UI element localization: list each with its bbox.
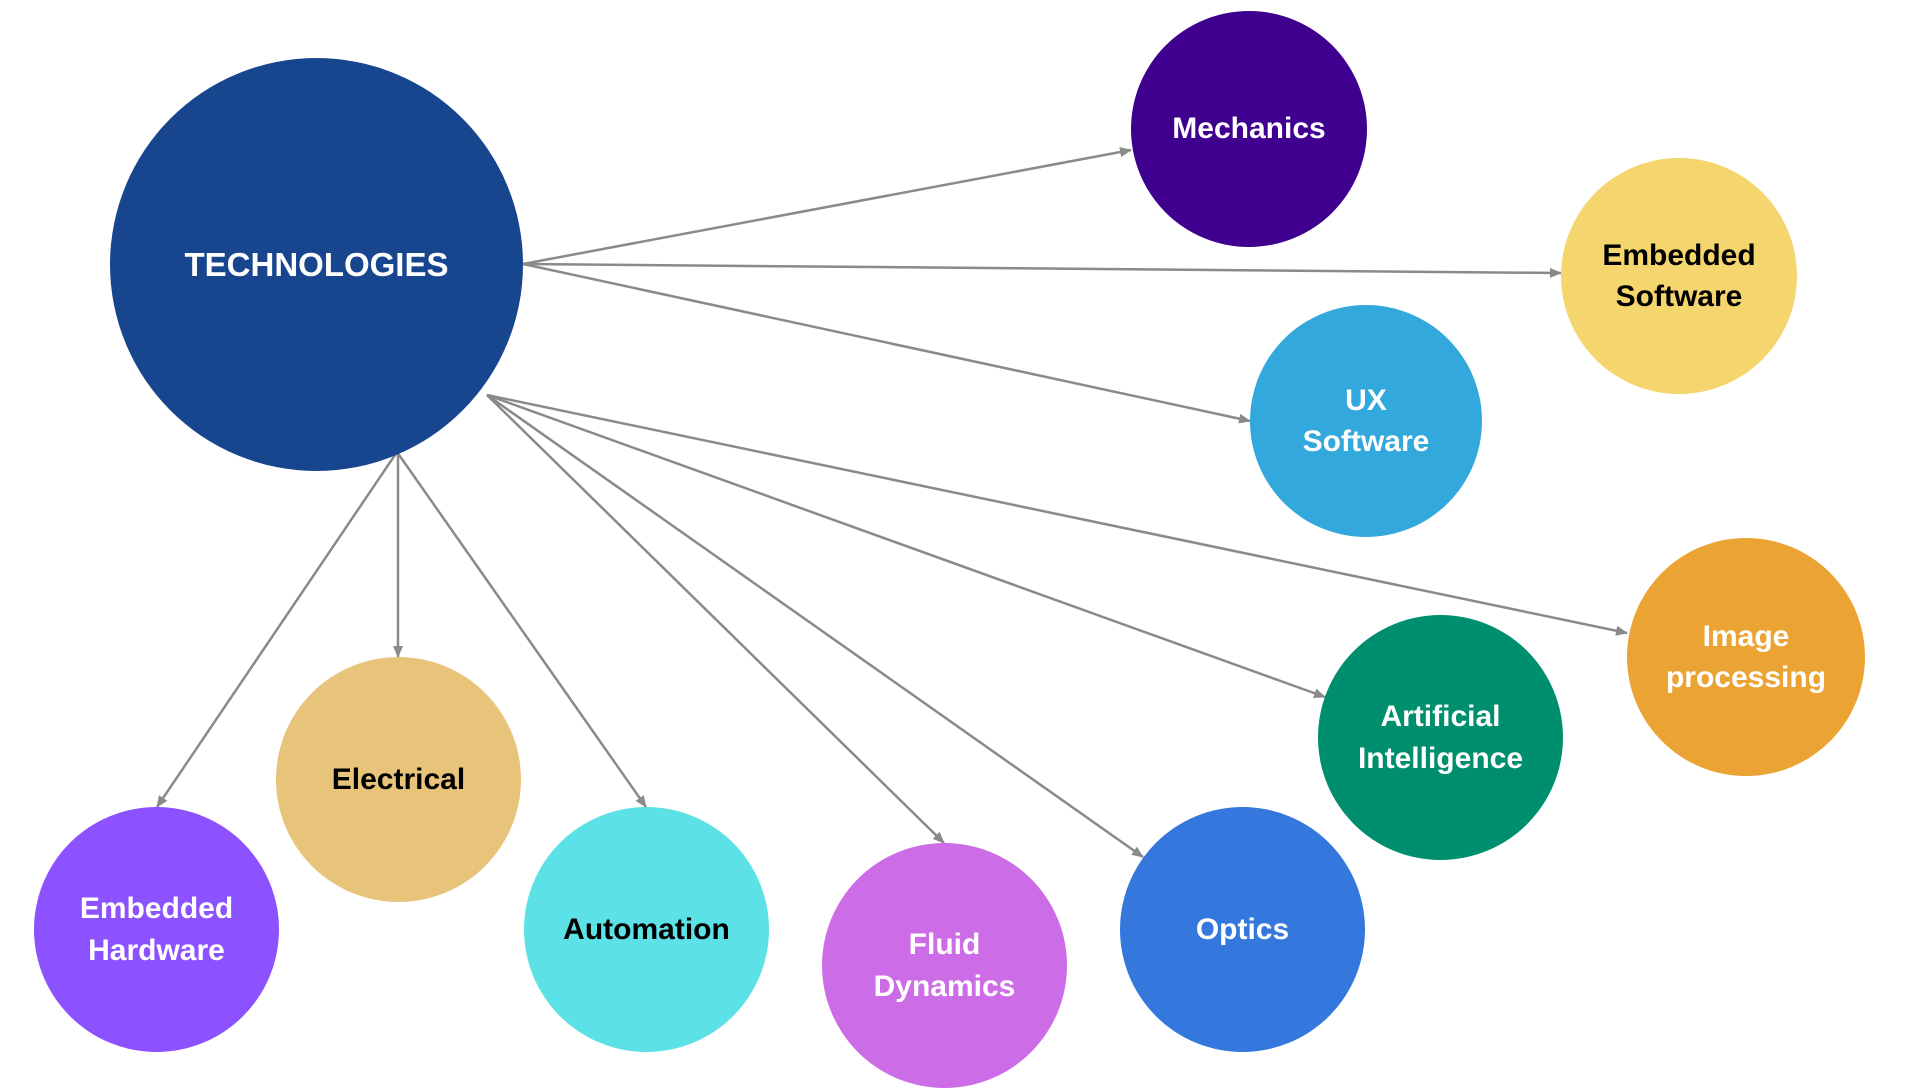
embedded-software-node: Embedded Software bbox=[1561, 158, 1797, 394]
automation-node: Automation bbox=[524, 807, 769, 1052]
artificial-intelligence-node: Artificial Intelligence bbox=[1318, 615, 1563, 860]
arrow-to-automation bbox=[395, 451, 648, 808]
mechanics-label: Mechanics bbox=[1172, 112, 1326, 146]
arrow-to-image-processing bbox=[486, 393, 1628, 636]
arrow-to-artificial-intelligence bbox=[486, 393, 1326, 699]
electrical-label: Electrical bbox=[331, 762, 466, 796]
ux-software-label: UX Software bbox=[1302, 383, 1430, 458]
embedded-hardware-label: Embedded Hardware bbox=[79, 892, 234, 967]
optics-label: Optics bbox=[1195, 912, 1290, 946]
arrow-to-embedded-software bbox=[522, 262, 1562, 278]
fluid-dynamics-node: Fluid Dynamics bbox=[822, 843, 1067, 1088]
arrow-to-optics bbox=[486, 393, 1144, 859]
mechanics-node: Mechanics bbox=[1131, 11, 1367, 247]
optics-node: Optics bbox=[1120, 807, 1365, 1052]
technologies-hub-label: TECHNOLOGIES bbox=[184, 245, 449, 283]
ux-software-node: UX Software bbox=[1250, 305, 1482, 537]
arrow-to-embedded-hardware bbox=[155, 451, 399, 808]
image-processing-node: Image processing bbox=[1627, 538, 1865, 776]
fluid-dynamics-label: Fluid Dynamics bbox=[873, 928, 1016, 1003]
automation-label: Automation bbox=[563, 912, 730, 946]
technologies-hub-node: TECHNOLOGIES bbox=[110, 58, 523, 471]
arrow-to-ux-software bbox=[522, 262, 1251, 424]
arrow-to-mechanics bbox=[522, 147, 1132, 266]
embedded-hardware-node: Embedded Hardware bbox=[34, 807, 279, 1052]
image-processing-label: Image processing bbox=[1665, 619, 1827, 694]
arrow-to-fluid-dynamics bbox=[486, 394, 945, 844]
embedded-software-label: Embedded Software bbox=[1602, 238, 1756, 313]
electrical-node: Electrical bbox=[276, 657, 521, 902]
artificial-intelligence-label: Artificial Intelligence bbox=[1357, 700, 1524, 775]
